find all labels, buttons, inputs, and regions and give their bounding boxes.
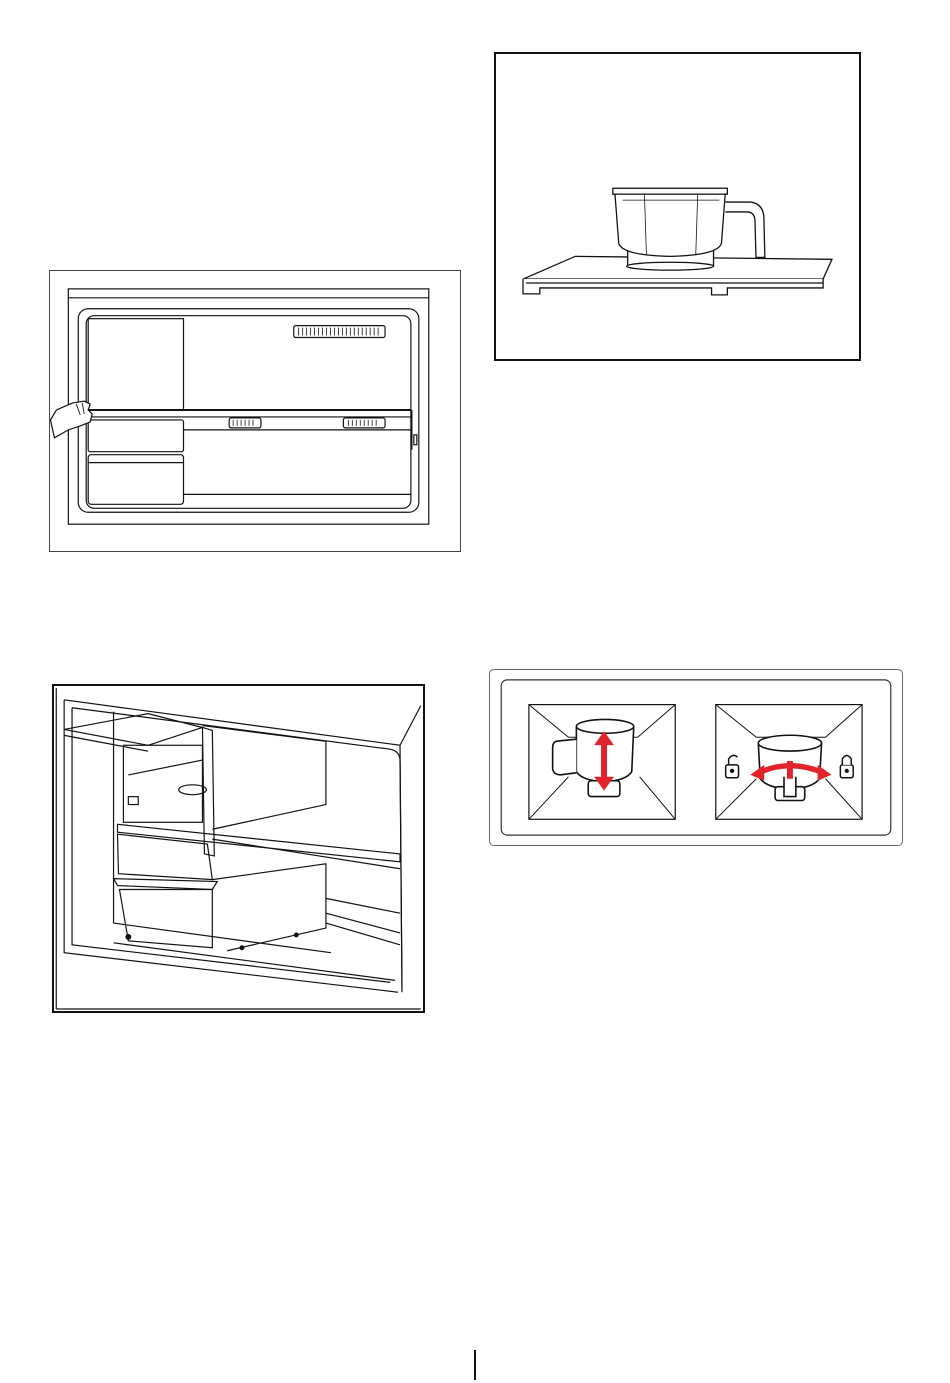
lock-icon <box>840 756 853 778</box>
twist-lock-jug-icon <box>716 705 862 820</box>
jug-instructions-figure <box>489 669 903 846</box>
page-number-marker <box>474 1350 476 1380</box>
fridge-perspective-figure <box>52 684 425 1013</box>
refrigerator-interior-front-illustration <box>50 271 460 551</box>
lift-jug-icon <box>529 705 675 820</box>
jug-on-tray-figure <box>494 52 861 361</box>
jug-lift-and-twist-lock-illustration <box>490 670 902 845</box>
unlock-icon <box>726 755 739 777</box>
water-jug-on-shelf-illustration <box>496 54 859 359</box>
fridge-front-figure <box>49 270 461 552</box>
refrigerator-interior-perspective-illustration <box>54 686 423 1011</box>
